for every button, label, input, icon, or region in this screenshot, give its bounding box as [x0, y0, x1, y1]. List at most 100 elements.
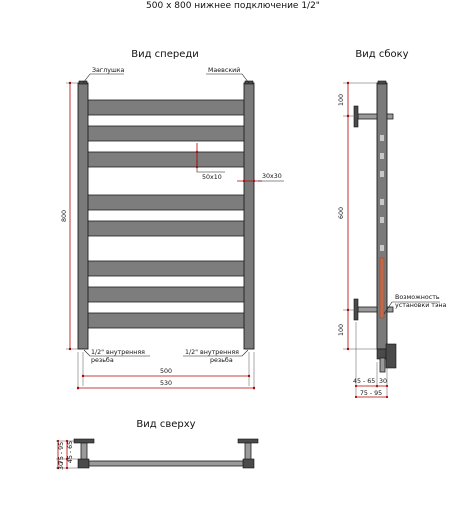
width-dim-tick-left: [81, 374, 85, 378]
slot-3: [380, 171, 384, 177]
rung-2: [86, 125, 246, 142]
side-dim-tick-1: [346, 81, 350, 85]
side-dim-tick-2: [346, 114, 350, 118]
right-post: [243, 82, 255, 350]
top-depth-tick-top: [56, 439, 60, 443]
rung-3: [86, 151, 246, 168]
post-profile-dim-tick-right: [252, 179, 256, 183]
side-post-dim-label: 30: [379, 378, 387, 385]
side-depth-tick-right: [385, 395, 389, 399]
slot-4: [380, 199, 384, 205]
side-connection-fitting: [376, 343, 397, 373]
top-post-dim-label: 30: [58, 462, 65, 470]
heater-leader: [383, 301, 440, 315]
side-top-bracket: [353, 105, 394, 128]
side-bottom-dim-label: 100: [338, 324, 345, 336]
side-top-bracket-flange: [353, 105, 359, 128]
top-right-post: [242, 458, 255, 469]
rung-7: [86, 286, 246, 303]
total-width-dim-tick-right: [252, 386, 256, 390]
rung-8: [86, 312, 246, 329]
side-bottom-bracket-flange: [353, 298, 359, 321]
side-view-heading: Вид сбоку: [355, 49, 408, 60]
side-post-cap: [377, 80, 387, 85]
slot-6: [380, 245, 384, 251]
front-view-heading: Вид спереди: [131, 49, 199, 60]
post-profile-dim-tick-left: [242, 179, 246, 183]
rungs: [86, 99, 246, 329]
side-bottom-bracket: [353, 298, 394, 321]
top-left-flange: [73, 438, 95, 444]
height-dim-label: 800: [61, 210, 68, 222]
side-center-dim-label: 600: [338, 207, 345, 219]
heater-note-line-2: установки тэна: [395, 302, 447, 309]
bar-profile-label: 50х10: [202, 174, 222, 181]
rung-6: [86, 260, 246, 277]
top-view-heading: Вид сверху: [136, 419, 195, 430]
left-post: [77, 82, 89, 350]
top-depth-dim-label: 75 - 95: [58, 442, 65, 464]
side-fitting-body: [376, 348, 388, 360]
side-fitting-nut: [385, 343, 397, 369]
top-right-bracket: [244, 442, 252, 461]
side-fitting-pipe: [379, 357, 386, 373]
post-profile-label: 30х30: [262, 173, 282, 180]
side-view: Вид сбоку: [338, 49, 447, 399]
slot-2: [380, 153, 384, 159]
side-top-bracket-tip: [386, 113, 394, 120]
top-rung: [88, 460, 244, 467]
top-right-flange: [237, 438, 259, 444]
slot-1: [380, 135, 384, 141]
left-thread-line-2: резьба: [91, 356, 114, 364]
front-view: Вид спереди Заглушка Маевский 50х10: [61, 49, 284, 390]
bar-profile-dim-tick-top: [195, 150, 199, 154]
top-offset-tick-bottom: [65, 466, 69, 470]
side-dim-tick-3: [346, 308, 350, 312]
total-width-dim-tick-left: [76, 386, 80, 390]
side-top-dim-label: 100: [338, 94, 345, 106]
top-left-bracket: [80, 442, 88, 461]
top-left-post: [77, 458, 90, 469]
valve-leader: [206, 73, 250, 84]
side-rung-slots: [380, 135, 384, 251]
left-thread-leader: [83, 349, 150, 357]
plug-leader: [82, 73, 124, 84]
bar-profile-dim-tick-bottom: [195, 165, 199, 169]
side-offset-dim-label: 45 - 65: [353, 378, 375, 385]
top-offset-tick-top: [65, 439, 69, 443]
width-dim-tick-right: [247, 374, 251, 378]
left-post-cap: [78, 80, 88, 85]
page-title: 500 х 800 нижнее подключение 1/2": [146, 1, 320, 11]
rung-5: [86, 220, 246, 237]
side-offset-tick-mid: [375, 384, 379, 388]
right-thread-leader: [183, 349, 249, 357]
top-offset-dim-label: 45 - 65: [67, 441, 74, 463]
left-thread-line-1: 1/2" внутренняя: [91, 349, 145, 356]
valve-label: Маевский: [208, 66, 240, 74]
rung-1: [86, 99, 246, 116]
side-offset-tick-right: [385, 384, 389, 388]
side-dim-tick-4: [346, 347, 350, 351]
side-top-bracket-arm: [357, 113, 378, 120]
top-offset-tick-mid: [65, 457, 69, 461]
height-dim-tick-bottom: [68, 347, 72, 351]
side-bottom-bracket-arm: [357, 306, 378, 313]
right-thread-line-1: 1/2" внутренняя: [185, 349, 239, 356]
rung-4: [86, 194, 246, 211]
side-offset-tick-left: [354, 384, 358, 388]
width-dim-label: 500: [160, 368, 172, 375]
total-width-dim-label: 530: [160, 380, 172, 387]
plug-label: Заглушка: [92, 67, 125, 74]
slot-5: [380, 217, 384, 223]
side-depth-dim-label: 75 - 95: [360, 390, 382, 397]
right-post-cap: [244, 80, 254, 85]
height-dim-tick-top: [68, 81, 72, 85]
side-depth-tick-left: [354, 395, 358, 399]
top-view: Вид сверху 75 - 95 30 45 - 65: [56, 419, 259, 470]
heater-note-line-1: Возможность: [395, 294, 440, 301]
heater-element: [379, 257, 385, 319]
right-thread-line-2: резьба: [210, 356, 233, 364]
top-depth-tick-bottom: [56, 466, 60, 470]
